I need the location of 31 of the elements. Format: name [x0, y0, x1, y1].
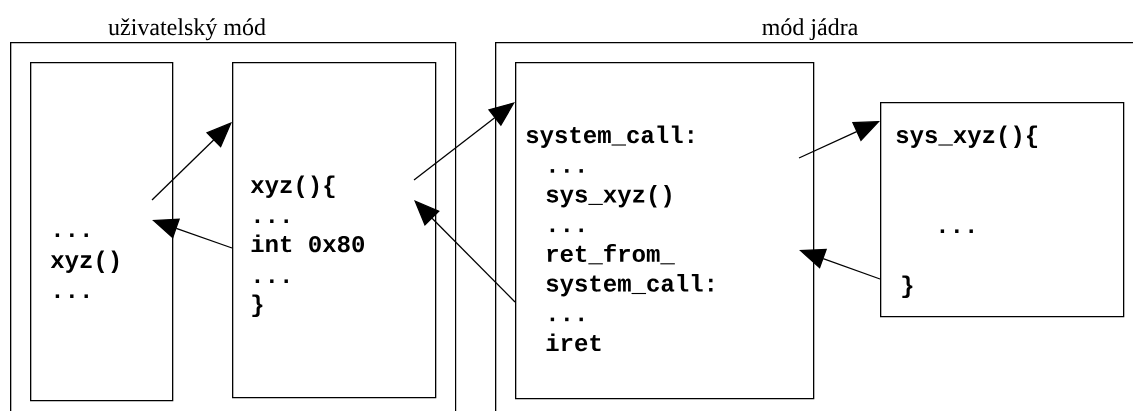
- code-line: ...: [255, 219, 288, 223]
- code-line: }: [252, 294, 263, 317]
- code-line: xyz(){: [250, 175, 335, 198]
- code-line: ret_from_: [547, 244, 675, 265]
- code-line: sys_xyz(){: [896, 125, 1038, 148]
- code-line: system_call:: [546, 274, 713, 297]
- code-line: ...: [550, 228, 583, 233]
- code-line: ...: [550, 169, 583, 173]
- code-line: ...: [55, 233, 88, 237]
- arrow: [413, 102, 515, 181]
- mode-frame: [10, 42, 457, 411]
- code-line: system_call:: [526, 125, 693, 148]
- code-line: ...: [255, 279, 288, 283]
- code-line: xyz(): [50, 250, 119, 273]
- code-line: ...: [550, 317, 583, 322]
- arrow: [414, 200, 516, 303]
- code-line: ...: [940, 229, 973, 233]
- code-line: iret: [546, 333, 601, 352]
- code-line: }: [902, 275, 913, 298]
- mode-heading: uživatelský mód: [108, 18, 266, 41]
- code-box: [232, 62, 437, 399]
- arrow: [798, 121, 880, 159]
- code-line: ...: [55, 294, 88, 298]
- code-box: [880, 102, 1125, 318]
- code-box: [515, 62, 815, 400]
- arrow: [151, 122, 232, 201]
- code-box: [30, 62, 174, 402]
- mode-heading: mód jádra: [762, 18, 858, 41]
- code-line: sys_xyz(): [546, 185, 671, 208]
- mode-frame: [495, 42, 1133, 411]
- code-line: int 0x80: [251, 234, 364, 253]
